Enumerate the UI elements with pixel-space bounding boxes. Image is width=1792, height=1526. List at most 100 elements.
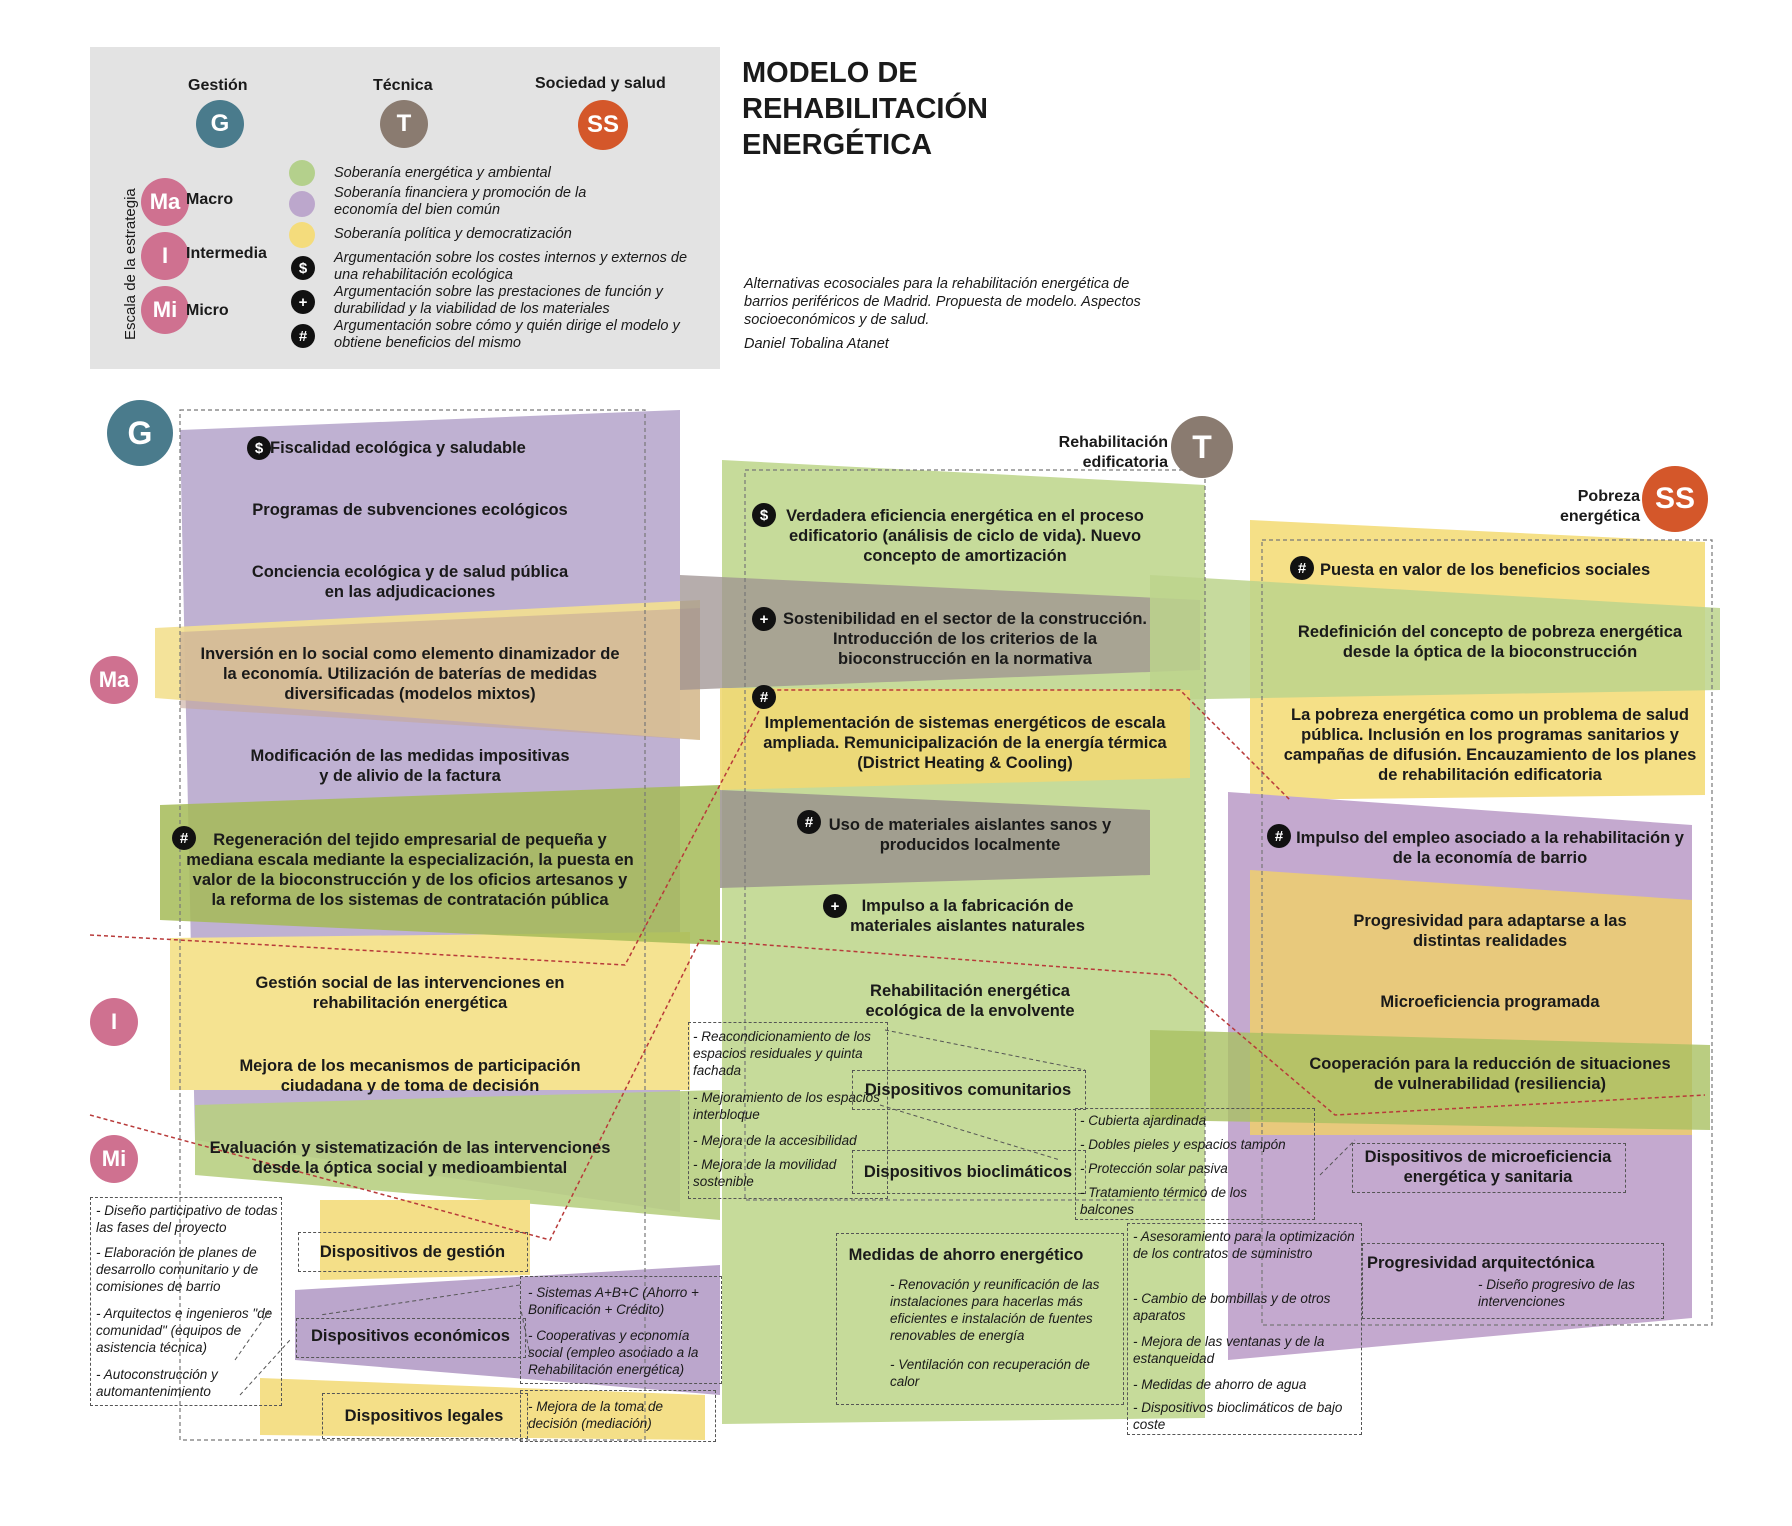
ss-item-6: Microeficiencia programada bbox=[1380, 993, 1600, 1011]
legend-plus-label: Argumentación sobre las prestaciones de … bbox=[334, 284, 663, 317]
legend-dollar-icon: $ bbox=[291, 256, 315, 280]
device-ahorro-box bbox=[836, 1233, 1124, 1405]
legend-intermedia-icon: I bbox=[141, 232, 189, 280]
legend-macro-icon: Ma bbox=[141, 178, 189, 226]
g-item-5: Modificación de las medidas impositivas … bbox=[250, 747, 570, 785]
t-item-3: Implementación de sistemas energéticos d… bbox=[763, 714, 1167, 772]
list-microeficiencia-3: - Medidas de ahorro de agua bbox=[1133, 1377, 1307, 1392]
list-microeficiencia-2: - Mejora de las ventanas y de la estanqu… bbox=[1133, 1334, 1325, 1366]
ss-item-3: La pobreza energética como un problema d… bbox=[1283, 706, 1697, 784]
t-item-3-hash-icon: # bbox=[752, 685, 776, 709]
ss-item-5: Progresividad para adaptarse a las disti… bbox=[1353, 912, 1627, 950]
list-progresividad-0: - Diseño progresivo de las intervencione… bbox=[1478, 1277, 1635, 1309]
list-microeficiencia-1: - Cambio de bombillas y de otros aparato… bbox=[1133, 1291, 1331, 1323]
t-item-1-dollar-icon: $ bbox=[752, 503, 776, 527]
band-gestion-intermedia bbox=[170, 932, 690, 1090]
legend-t-icon: T bbox=[380, 100, 428, 148]
title-line-2: REHABILITACIÓN bbox=[742, 93, 988, 125]
device-comunitarios-label: Dispositivos comunitarios bbox=[864, 1081, 1072, 1099]
legend-green-label: Soberanía energética y ambiental bbox=[334, 165, 551, 181]
g-item-9: Evaluación y sistematización de las inte… bbox=[209, 1139, 611, 1177]
ss-item-1: Puesta en valor de los beneficios social… bbox=[1320, 561, 1651, 579]
list-comunitarios-0: - Reacondicionamiento de los espacios re… bbox=[693, 1029, 871, 1078]
legend-purple-label: Soberanía financiera y promoción de la e… bbox=[334, 185, 587, 218]
scale-mi-icon: Mi bbox=[90, 1135, 138, 1183]
band-disp-economicos bbox=[295, 1265, 720, 1395]
device-progresividad-box bbox=[1362, 1243, 1664, 1319]
scale-divider-ma-i bbox=[89, 689, 1291, 966]
band-implementacion bbox=[720, 688, 1190, 790]
title-line-3: ENERGÉTICA bbox=[742, 129, 933, 161]
list-bioclimaticos-3: - Tratamiento térmico de los balcones bbox=[1080, 1185, 1248, 1217]
legend-g-icon: G bbox=[196, 100, 244, 148]
device-gestion-box bbox=[298, 1232, 528, 1272]
legend-micro-label: Micro bbox=[186, 302, 229, 319]
list-bioclimaticos-box bbox=[1075, 1108, 1315, 1220]
list-economicos-1: - Cooperativas y economía social (empleo… bbox=[528, 1328, 699, 1377]
list-gestion-box bbox=[90, 1197, 282, 1406]
legend-plus-icon: + bbox=[291, 290, 315, 314]
legend-tecnica-label: Técnica bbox=[373, 77, 433, 94]
list-bioclimaticos-0: - Cubierta ajardinada bbox=[1080, 1113, 1207, 1128]
list-ahorro-1: - Ventilación con recuperación de calor bbox=[890, 1357, 1090, 1389]
list-ahorro-0: - Renovación y reunificación de las inst… bbox=[890, 1277, 1100, 1343]
band-regeneracion bbox=[160, 785, 720, 945]
legend-hash-icon: # bbox=[291, 324, 315, 348]
g-item-1: Fiscalidad ecológica y saludable bbox=[270, 439, 526, 457]
legend-micro-icon: Mi bbox=[141, 286, 189, 334]
ss-item-1-hash-icon: # bbox=[1290, 556, 1314, 580]
device-economicos-box bbox=[296, 1318, 526, 1358]
t-item-4: Uso de materiales aislantes sanos y prod… bbox=[828, 816, 1112, 854]
ss-item-4: Impulso del empleo asociado a la rehabil… bbox=[1296, 829, 1684, 867]
device-microeficiencia-box bbox=[1352, 1143, 1626, 1193]
g-item-6: Regeneración del tejido empresarial de p… bbox=[186, 831, 634, 909]
device-gestion-label: Dispositivos de gestión bbox=[319, 1243, 506, 1261]
list-legales-box bbox=[520, 1390, 716, 1442]
ss-item-2: Redefinición del concepto de pobreza ene… bbox=[1297, 623, 1683, 661]
legend-dollar-label: Argumentación sobre los costes internos … bbox=[334, 250, 688, 283]
device-ahorro-label: Medidas de ahorro energético bbox=[848, 1246, 1084, 1264]
band-green-top bbox=[1150, 575, 1720, 700]
legend-sociedad-label: Sociedad y salud bbox=[535, 75, 666, 92]
page-author: Daniel Tobalina Atanet bbox=[744, 336, 889, 352]
column-ss-icon: SS bbox=[1642, 466, 1708, 532]
g-item-8: Mejora de los mecanismos de participació… bbox=[239, 1057, 581, 1095]
device-microeficiencia-label: Dispositivos de microeficiencia energéti… bbox=[1364, 1148, 1612, 1186]
list-economicos-box bbox=[520, 1276, 722, 1384]
legend-yellow-swatch bbox=[289, 222, 315, 248]
legend-green-swatch bbox=[289, 160, 315, 186]
scale-ma-icon: Ma bbox=[90, 656, 138, 704]
list-gestion-3: - Autoconstrucción y automantenimiento bbox=[96, 1367, 218, 1399]
band-cooperacion bbox=[1150, 1030, 1710, 1130]
g-item-3: Conciencia ecológica y de salud pública … bbox=[251, 563, 569, 601]
list-microeficiencia-0: - Asesoramiento para la optimización de … bbox=[1133, 1229, 1355, 1261]
g-item-4: Inversión en lo social como elemento din… bbox=[200, 645, 620, 703]
list-microeficiencia-4: - Dispositivos bioclimáticos de bajo cos… bbox=[1133, 1400, 1343, 1432]
column-g-icon: G bbox=[107, 400, 173, 466]
column-t-label: Rehabilitación edificatoria bbox=[1058, 434, 1168, 471]
band-inversion-dark bbox=[180, 608, 700, 740]
legend-purple-swatch bbox=[289, 191, 315, 217]
device-progresividad-label: Progresividad arquitectónica bbox=[1367, 1254, 1595, 1272]
g-item-7: Gestión social de las intervenciones en … bbox=[255, 974, 565, 1012]
band-evaluacion bbox=[195, 1090, 720, 1220]
list-gestion-0: - Diseño participativo de todas las fase… bbox=[96, 1203, 278, 1235]
legend-ss-icon: SS bbox=[578, 100, 628, 150]
scale-i-icon: I bbox=[90, 998, 138, 1046]
g-item-1-dollar-icon: $ bbox=[247, 436, 271, 460]
column-ss-label: Pobreza energética bbox=[1559, 488, 1640, 525]
page-title: MODELO DE REHABILITACIÓN ENERGÉTICA bbox=[742, 55, 988, 163]
t-item-4-hash-icon: # bbox=[797, 810, 821, 834]
t-item-6: Rehabilitación energética ecológica de l… bbox=[865, 982, 1075, 1020]
ss-item-4-hash-icon: # bbox=[1267, 824, 1291, 848]
legend-hash-label: Argumentación sobre cómo y quién dirige … bbox=[334, 318, 680, 351]
ss-item-7: Cooperación para la reducción de situaci… bbox=[1309, 1055, 1671, 1093]
legend-intermedia-label: Intermedia bbox=[186, 245, 267, 262]
list-legales-0: - Mejora de la toma de decisión (mediaci… bbox=[528, 1399, 664, 1431]
device-bioclimaticos-label: Dispositivos bioclimáticos bbox=[863, 1163, 1073, 1181]
list-comunitarios-1: - Mejoramiento de los espacios interbloq… bbox=[693, 1090, 880, 1122]
column-t-icon: T bbox=[1171, 416, 1233, 478]
t-item-2-plus-icon: + bbox=[752, 607, 776, 631]
list-gestion-1: - Elaboración de planes de desarrollo co… bbox=[96, 1245, 259, 1294]
